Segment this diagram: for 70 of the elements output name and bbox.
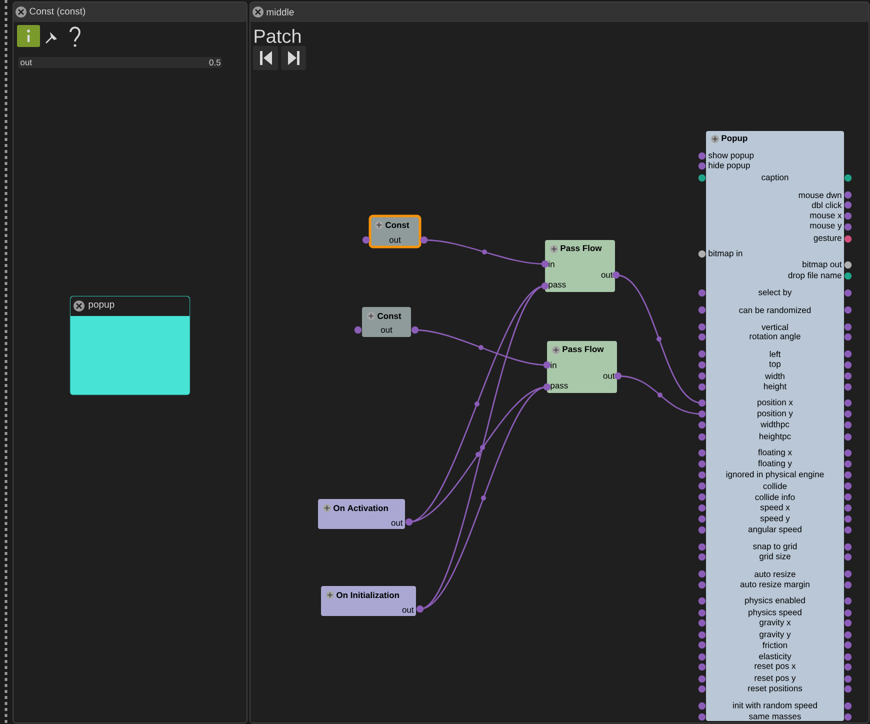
port-label: grid size (760, 553, 790, 561)
port-label: widthpc (760, 421, 790, 429)
port-label: reset pos x (754, 663, 796, 671)
node-title: On Initialization (336, 592, 399, 598)
port-label: width (765, 372, 784, 380)
port-label: physics speed (748, 609, 802, 617)
node-title: Pass Flow (560, 244, 602, 252)
port-label: floating x (758, 449, 792, 457)
port-label: mouse dwn (798, 192, 842, 198)
slider-label: out (20, 60, 32, 66)
port-label: out (601, 272, 613, 278)
port-label: collide (763, 482, 787, 490)
port-label: floating y (758, 460, 792, 468)
port-label: dbl click (812, 202, 842, 208)
port-label: pass (550, 384, 568, 390)
port-label: out (380, 327, 392, 333)
port-label: heightpc (760, 433, 791, 441)
port-label: bitmap in (708, 250, 742, 258)
port-label: pass (548, 282, 566, 290)
port-label: show popup (708, 152, 754, 160)
port-label: angular speed (748, 526, 802, 534)
port-label: ignored in physical engine (726, 471, 824, 479)
port-label: hide popup (708, 162, 750, 170)
port-label: same masses (749, 714, 801, 720)
node-title: Const (386, 222, 410, 228)
port-label: height (764, 383, 786, 391)
port-label: init with random speed (733, 702, 817, 710)
port-label: gesture (814, 235, 842, 243)
node-title: Popup (722, 135, 748, 143)
node-title: On Activation (334, 504, 388, 512)
port-label: auto resize margin (740, 581, 810, 589)
patch-heading: Patch (254, 29, 301, 43)
port-label: select by (758, 289, 792, 297)
port-label: friction (762, 642, 787, 648)
port-label: in (548, 260, 554, 268)
port-label: position x (758, 399, 793, 407)
port-label: out (402, 607, 414, 613)
port-label: collide info (755, 494, 795, 500)
wire (420, 386, 548, 610)
port-label: speed x (760, 504, 790, 512)
port-label: snap to grid (753, 543, 797, 551)
node-title: Const (378, 312, 402, 319)
port-label: out (603, 373, 615, 379)
preview-title: popup (88, 302, 114, 310)
port-label: mouse x (810, 214, 842, 218)
panel-title: middle (266, 8, 294, 16)
port-label: out (389, 237, 401, 243)
slider-value: 0.5 (209, 59, 220, 66)
port-label: reset positions (748, 685, 802, 693)
node-title: Pass Flow (562, 346, 604, 352)
port-label: gravity y (760, 631, 791, 639)
port-label: speed y (760, 515, 790, 523)
port-label: left (770, 350, 781, 358)
port-label: caption (762, 174, 788, 182)
port-label: elasticity (759, 653, 792, 661)
port-label: drop file name (788, 272, 842, 280)
port-label: physics enabled (745, 597, 805, 605)
port-label: auto resize (754, 570, 796, 578)
port-label: reset pos y (754, 675, 796, 683)
port-label: mouse y (810, 224, 842, 230)
port-label: vertical (762, 324, 788, 330)
port-label: position y (758, 410, 793, 418)
port-label: out (391, 520, 403, 526)
port-label: in (550, 362, 556, 368)
port-label: can be randomized (739, 306, 811, 314)
port-label: top (769, 361, 781, 369)
port-label: bitmap out (802, 261, 842, 269)
port-label: rotation angle (750, 333, 800, 341)
port-label: gravity x (760, 619, 791, 627)
panel-title: Const (const) (30, 8, 86, 16)
